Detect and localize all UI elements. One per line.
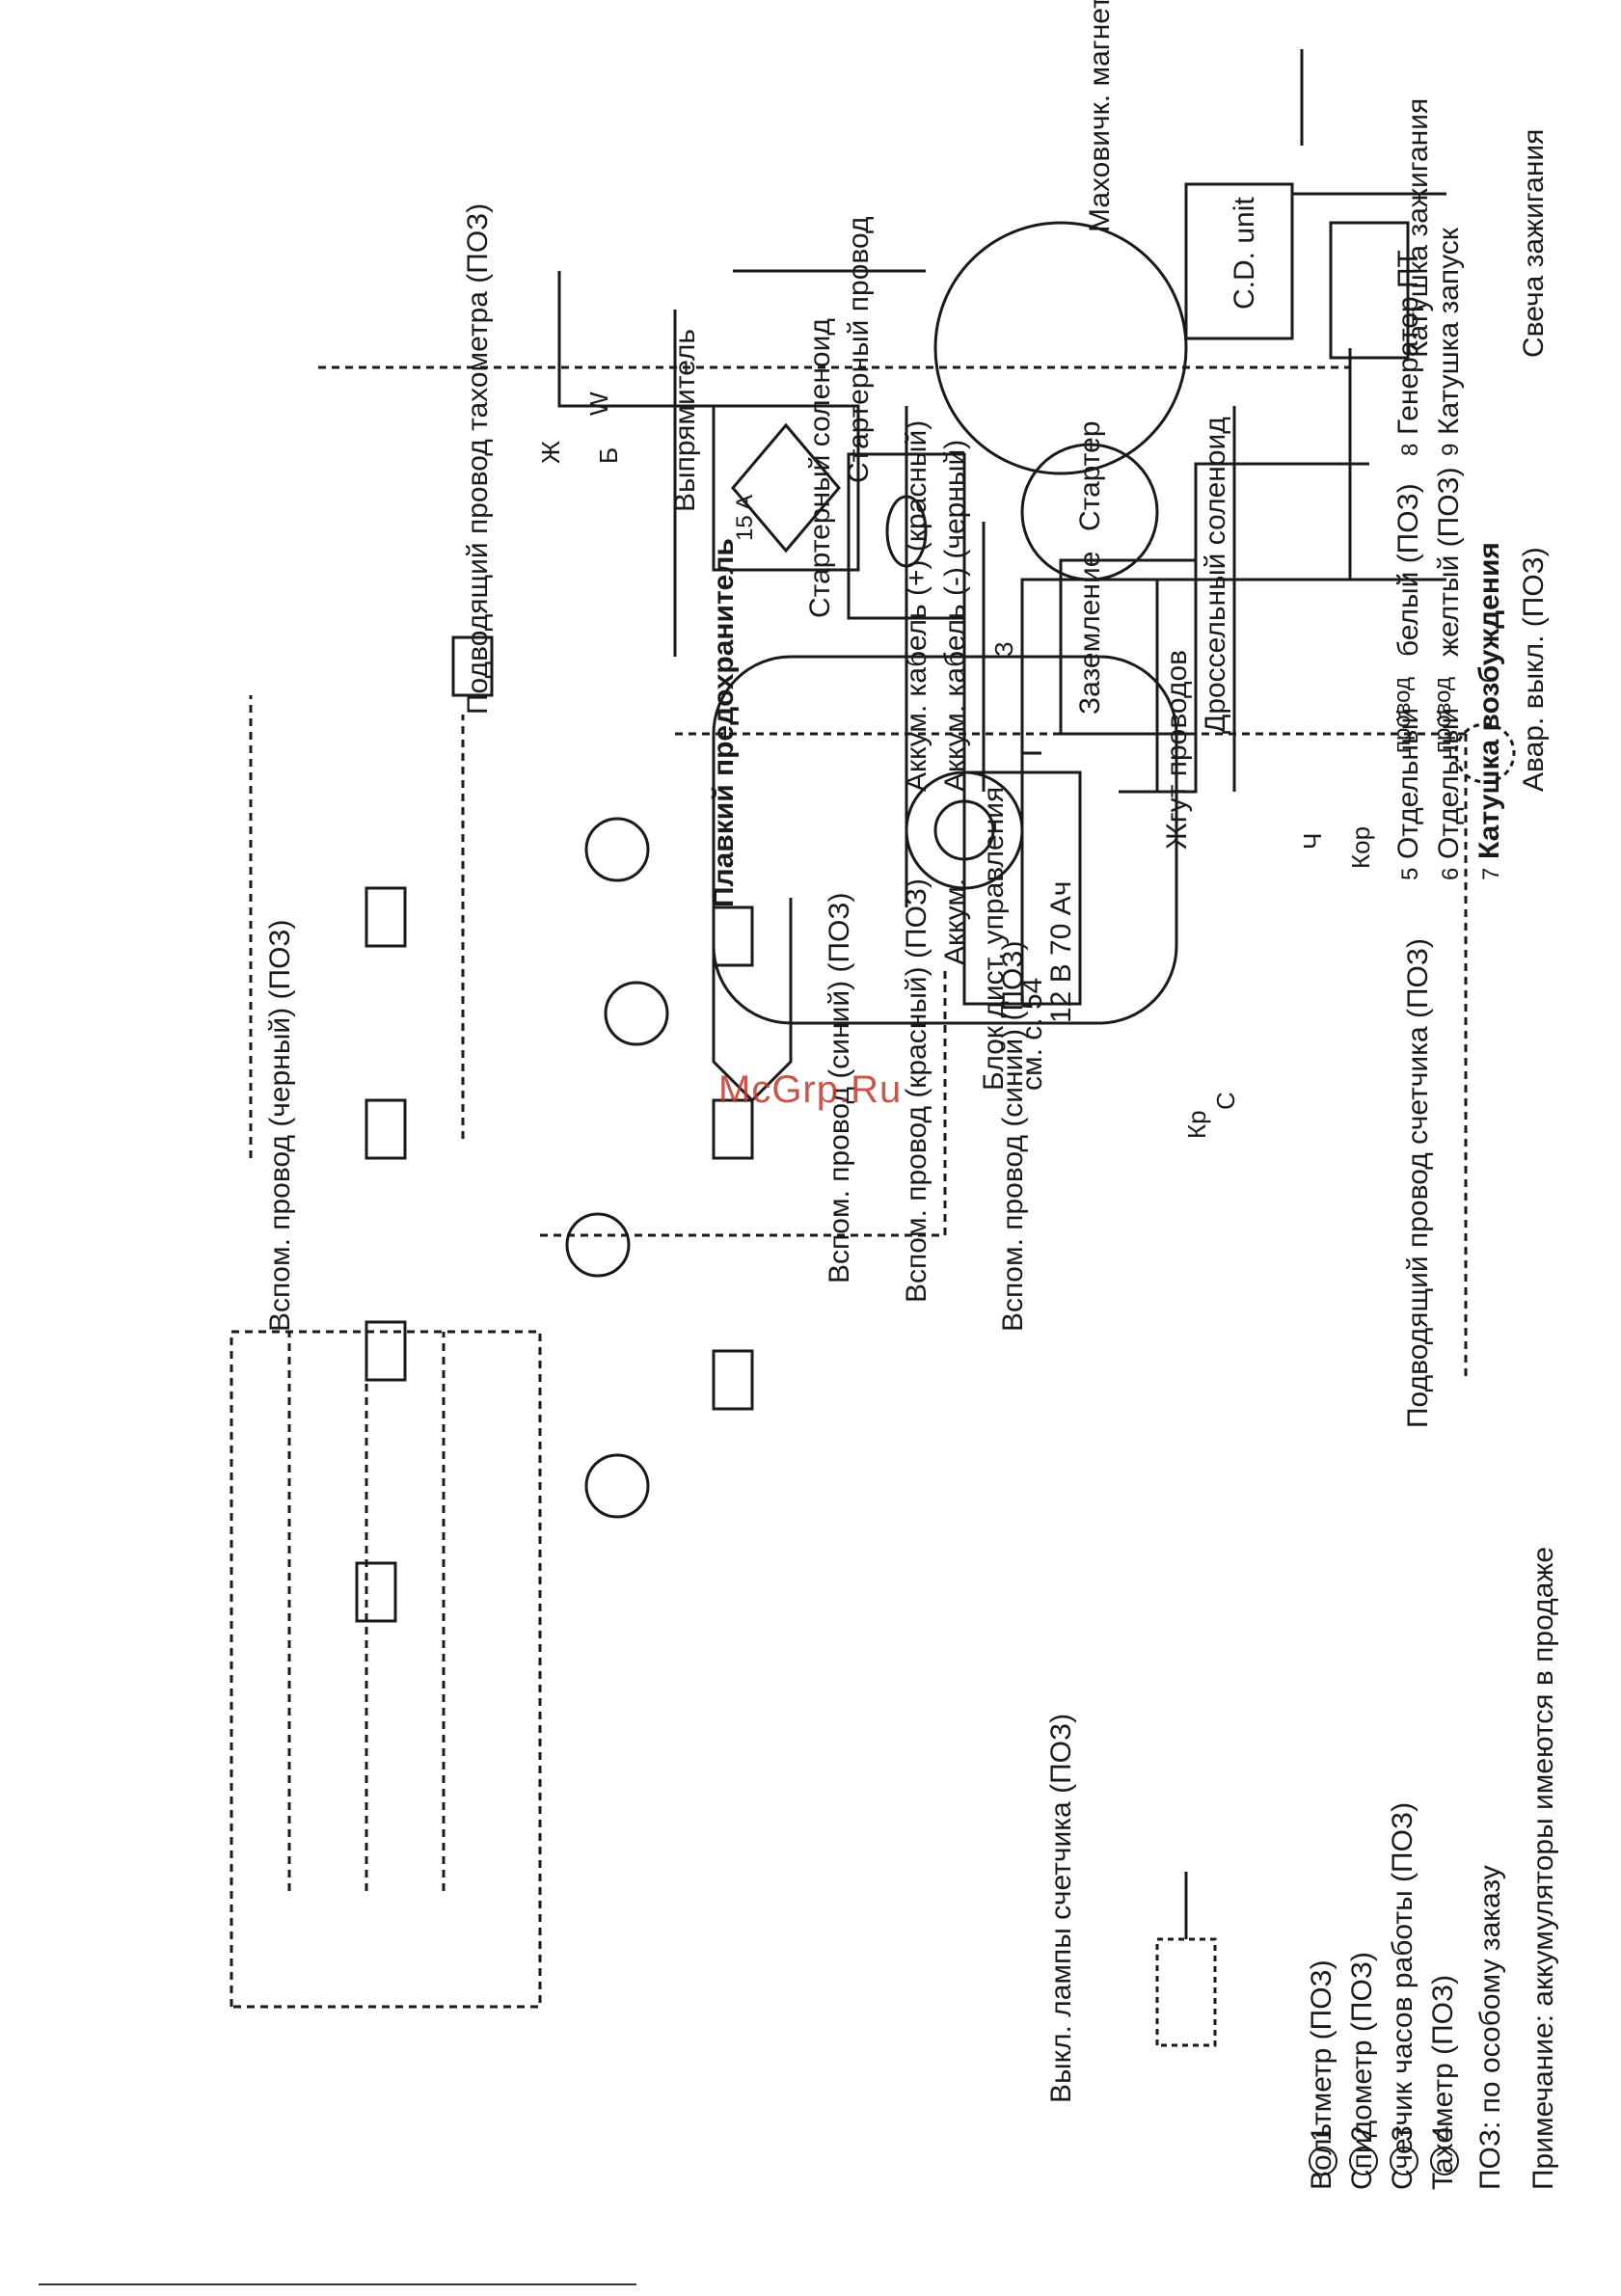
legend-item-7: Катушка возбуждения [1473, 542, 1505, 859]
label-starter: Стартер [1074, 420, 1106, 531]
legend-item-7-num: 7 [1478, 868, 1504, 880]
code-kor-1: Кор [1346, 826, 1375, 869]
label-bat-plus: Аккум. кабель (+) (красный) [901, 420, 932, 792]
ignition-coil [1329, 221, 1410, 360]
label-rectifier: Выпрямитель [669, 329, 701, 512]
legend-item-1-num: 1 [1306, 2125, 1337, 2142]
flywheel-magneto [933, 221, 1188, 475]
footer-rule [39, 2283, 636, 2285]
rectifier [712, 404, 860, 572]
watermark: McGrp.Ru [718, 1068, 903, 1111]
label-spark-plug: Свеча зажигания [1518, 129, 1550, 358]
gauge-2 [604, 981, 669, 1046]
label-tach-lead: Подводящий провод тахометра (ПОЗ) [462, 203, 494, 715]
legend-item-4-num: 4 [1427, 2125, 1459, 2142]
label-counter-lead: Подводящий провод счетчика (ПОЗ) [1402, 938, 1434, 1428]
label-bat-minus: Аккум. кабель (-) (черный) [939, 440, 971, 792]
legend-item-8-num: 8 [1397, 444, 1423, 456]
emergency-switch [1454, 722, 1516, 784]
gauge-3 [565, 1212, 631, 1278]
label-emergency: Авар. выкл. (ПОЗ) [1518, 547, 1550, 792]
legend-item-2: Спидометр (ПОЗ) [1346, 1952, 1378, 2190]
label-flywheel: Маховичк. магнето [1084, 0, 1116, 232]
legend-item-6-num: 6 [1438, 868, 1464, 880]
legend-item-6-sup: провод [1430, 677, 1456, 753]
legend-item-5-num: 5 [1397, 868, 1423, 880]
legend-item-5-tail: белый (ПОЗ) [1392, 483, 1424, 657]
poz-note: ПОЗ: по особому заказу [1474, 1865, 1506, 2190]
label-battery-spec: 12 В 70 Ач [1045, 881, 1077, 1023]
gauge-1 [584, 1453, 650, 1519]
code-s-1: С [1211, 1092, 1240, 1110]
legend-item-4: Тахометр (ПОЗ) [1427, 1975, 1459, 2190]
label-fuse-rating: 15 A [732, 495, 758, 541]
starter-motor [1020, 443, 1159, 581]
code-ch-1: Ч [1298, 833, 1327, 850]
code-zh-1: Ж [536, 441, 565, 464]
label-harness: Жгут проводов [1161, 650, 1193, 850]
label-aux-black: Вспом. провод (черный) (ПОЗ) [264, 919, 296, 1332]
label-choke-solenoid: Дроссельный соленоид [1200, 417, 1231, 734]
code-kp-1: Кр [1182, 1110, 1211, 1139]
label-see-page: см. с. 54 [1016, 978, 1048, 1091]
legend-item-1: Вольтметр (ПОЗ) [1306, 1959, 1337, 2190]
label-lamp-switch: Выкл. лампы счетчика (ПОЗ) [1045, 1714, 1077, 2103]
label-starter-solenoid: Стартерный соленоид [804, 318, 836, 618]
choke-solenoid [1059, 558, 1198, 736]
legend-circles [1309, 2147, 1459, 2175]
label-ignition-coil: Катушка зажигания [1402, 98, 1434, 358]
label-starter-wire: Стартерный провод [843, 216, 875, 483]
legend-item-9-num: 9 [1438, 444, 1464, 456]
legend-item-8: Генератор ПТ [1392, 250, 1424, 435]
label-aux-blue: Вспом. провод (синий) (ПОЗ) [824, 893, 855, 1283]
label-cd-unit: C.D. unit [1229, 197, 1260, 310]
legend-item-3: Счетчик часов работы (ПОЗ) [1387, 1802, 1418, 2190]
code-w-1: W [584, 392, 613, 416]
lamp-switch [1155, 1937, 1217, 2047]
legend-item-9: Катушка запуск [1433, 227, 1465, 435]
legend-item-6-tail: желтый (ПОЗ) [1433, 467, 1465, 657]
label-battery: Аккум. [939, 878, 971, 965]
label-ground: Заземление [1074, 552, 1106, 715]
gauge-4 [584, 817, 650, 882]
label-aux-red: Вспом. провод (красный) (ПОЗ) [901, 878, 932, 1303]
legend-item-2-num: 2 [1346, 2125, 1378, 2142]
label-fuse: Плавкий предохранитель [708, 538, 740, 907]
legend-item-5-sup: провод [1390, 677, 1416, 753]
legend-item-3-num: 3 [1387, 2125, 1418, 2142]
legend-item-6: Отдельный [1433, 708, 1465, 859]
legend-item-5: Отдельный [1392, 708, 1424, 859]
label-aux-blue-2: Вспом. провод (синий) (ПОЗ) [997, 941, 1029, 1332]
code-b-1: Б [594, 447, 623, 464]
cd-unit [1184, 182, 1294, 340]
label-remote-unit: Блок дист. управления [978, 787, 1010, 1091]
footnote: Примечание: аккумуляторы имеются в прода… [1527, 1547, 1559, 2190]
remote-control-box [712, 655, 1178, 1025]
code-z-1: З [989, 641, 1018, 657]
